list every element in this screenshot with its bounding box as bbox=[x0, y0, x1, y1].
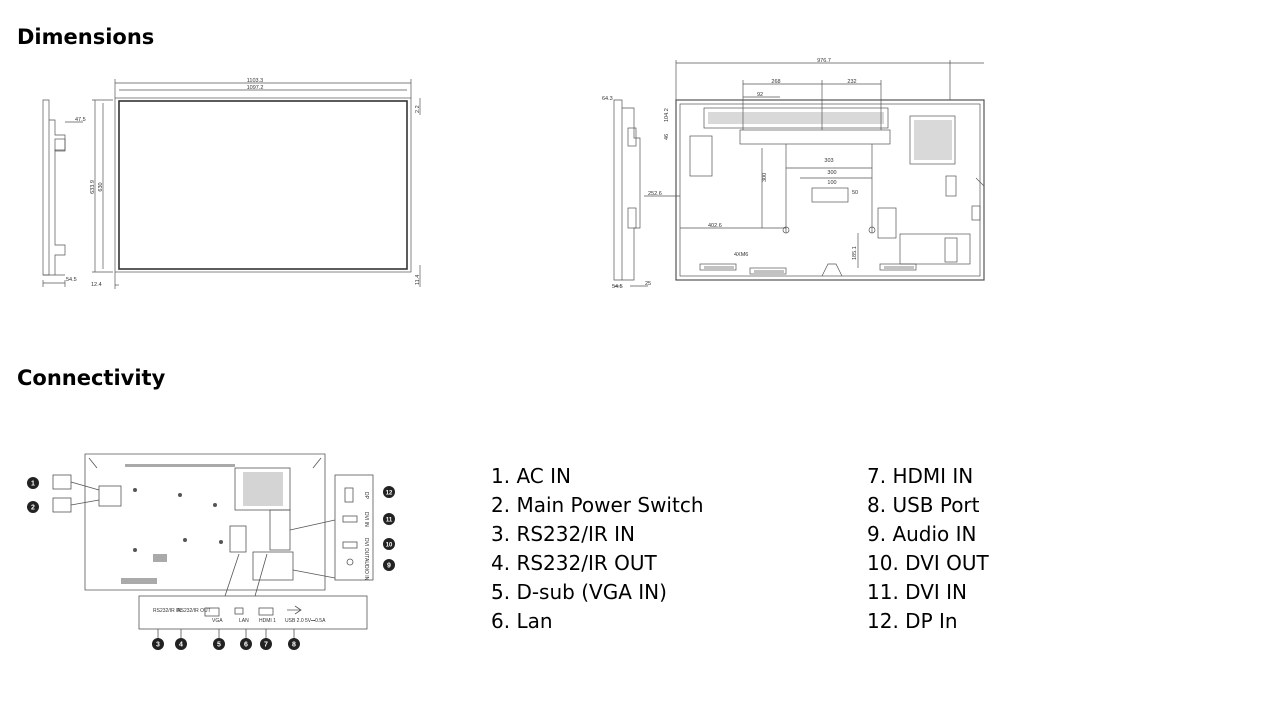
rear-side-top: 64.3 bbox=[602, 96, 613, 102]
callout-9: 9 bbox=[387, 563, 391, 570]
list-item: 7. HDMI IN bbox=[867, 464, 974, 488]
list-item: 9. Audio IN bbox=[867, 522, 977, 546]
list-item: 5. D-sub (VGA IN) bbox=[491, 580, 667, 604]
rear-offset-top2: 104.2 bbox=[664, 108, 670, 122]
rear-small-w: 100 bbox=[827, 180, 836, 186]
port-label-hdmi: HDMI 1 bbox=[259, 618, 276, 624]
dim-side-depth: 54.5 bbox=[66, 277, 77, 283]
side-label-audio: AUDIO IN bbox=[363, 558, 369, 581]
port-label-rs232-in: RS232/IR IN bbox=[153, 608, 181, 614]
rear-screw-label: 4XM6 bbox=[734, 252, 748, 258]
callout-12: 12 bbox=[386, 491, 393, 497]
dim-width-inner: 1097.2 bbox=[247, 85, 264, 91]
dim-height-outer: 633.9 bbox=[90, 180, 96, 194]
dim-bezel-bottom: 11.4 bbox=[415, 275, 421, 285]
dimensions-heading: Dimensions bbox=[17, 25, 155, 49]
list-item: 11. DVI IN bbox=[867, 580, 968, 604]
list-item: 10. DVI OUT bbox=[867, 551, 989, 575]
callout-10: 10 bbox=[386, 543, 393, 549]
callout-3: 3 bbox=[156, 642, 160, 649]
list-item: 12. DP In bbox=[867, 609, 958, 633]
dim-height-inner: 630 bbox=[98, 182, 104, 191]
dim-width-outer: 1103.3 bbox=[247, 78, 263, 84]
callout-7: 7 bbox=[264, 642, 268, 649]
rear-hole-span-a: 268 bbox=[771, 79, 780, 85]
port-label-lan: LAN bbox=[239, 618, 249, 624]
port-label-vga: VGA bbox=[212, 618, 223, 624]
rear-vesa-h: 303 bbox=[824, 158, 833, 164]
connectivity-drawing: RS232/IR IN RS232/IR OUT VGA LAN HDMI 1 … bbox=[25, 450, 405, 655]
side-label-dvi-out: DVI OUT bbox=[363, 538, 369, 558]
callout-11: 11 bbox=[386, 518, 393, 524]
rear-left-offset: 252.6 bbox=[648, 191, 662, 197]
side-label-dvi-in: DVI IN bbox=[363, 512, 369, 527]
connectivity-heading: Connectivity bbox=[17, 366, 166, 390]
rear-left-offset2: 402.6 bbox=[708, 223, 722, 229]
rear-offset-top: 46 bbox=[664, 134, 670, 140]
rear-hole-span-b: 232 bbox=[847, 79, 856, 85]
callout-1: 1 bbox=[31, 481, 35, 488]
connection-list-left: 1. AC IN 2. Main Power Switch 3. RS232/I… bbox=[491, 462, 704, 636]
side-label-dp: DP bbox=[363, 492, 369, 500]
rear-bottom-offset: 185.1 bbox=[852, 246, 858, 260]
rear-width-total: 976.7 bbox=[817, 58, 831, 64]
callout-6: 6 bbox=[244, 642, 248, 649]
connection-list-right: 7. HDMI IN 8. USB Port 9. Audio IN 10. D… bbox=[867, 462, 989, 636]
callout-2: 2 bbox=[31, 505, 35, 512]
callout-4: 4 bbox=[179, 642, 183, 649]
rear-vesa-w2: 300 bbox=[827, 170, 836, 176]
list-item: 1. AC IN bbox=[491, 464, 571, 488]
callout-8: 8 bbox=[292, 642, 296, 649]
port-label-rs232-out: RS232/IR OUT bbox=[177, 608, 211, 614]
dim-side-mount: 47.5 bbox=[75, 117, 86, 123]
dim-bezel-side: 12.4 bbox=[91, 282, 102, 288]
list-item: 2. Main Power Switch bbox=[491, 493, 704, 517]
front-dimension-drawing: 1103.3 1097.2 633.9 630 2.2 11.4 12.4 54… bbox=[35, 75, 435, 290]
dim-bezel-top: 2.2 bbox=[415, 105, 421, 113]
port-label-usb: USB 2.0 5V⎓0.5A bbox=[285, 618, 326, 624]
rear-vesa-v: 300 bbox=[762, 173, 768, 182]
list-item: 3. RS232/IR IN bbox=[491, 522, 635, 546]
rear-side-depth: 54.5 bbox=[612, 284, 623, 290]
list-item: 6. Lan bbox=[491, 609, 553, 633]
callout-5: 5 bbox=[217, 642, 221, 649]
list-item: 4. RS232/IR OUT bbox=[491, 551, 657, 575]
list-item: 8. USB Port bbox=[867, 493, 980, 517]
rear-offset-a: 92 bbox=[757, 92, 763, 98]
rear-small-h: 50 bbox=[852, 190, 858, 196]
rear-dimension-drawing: 976.7 268 232 92 46 104.2 303 300 100 50… bbox=[600, 58, 1000, 293]
rear-side-bottom: 25 bbox=[645, 281, 651, 287]
